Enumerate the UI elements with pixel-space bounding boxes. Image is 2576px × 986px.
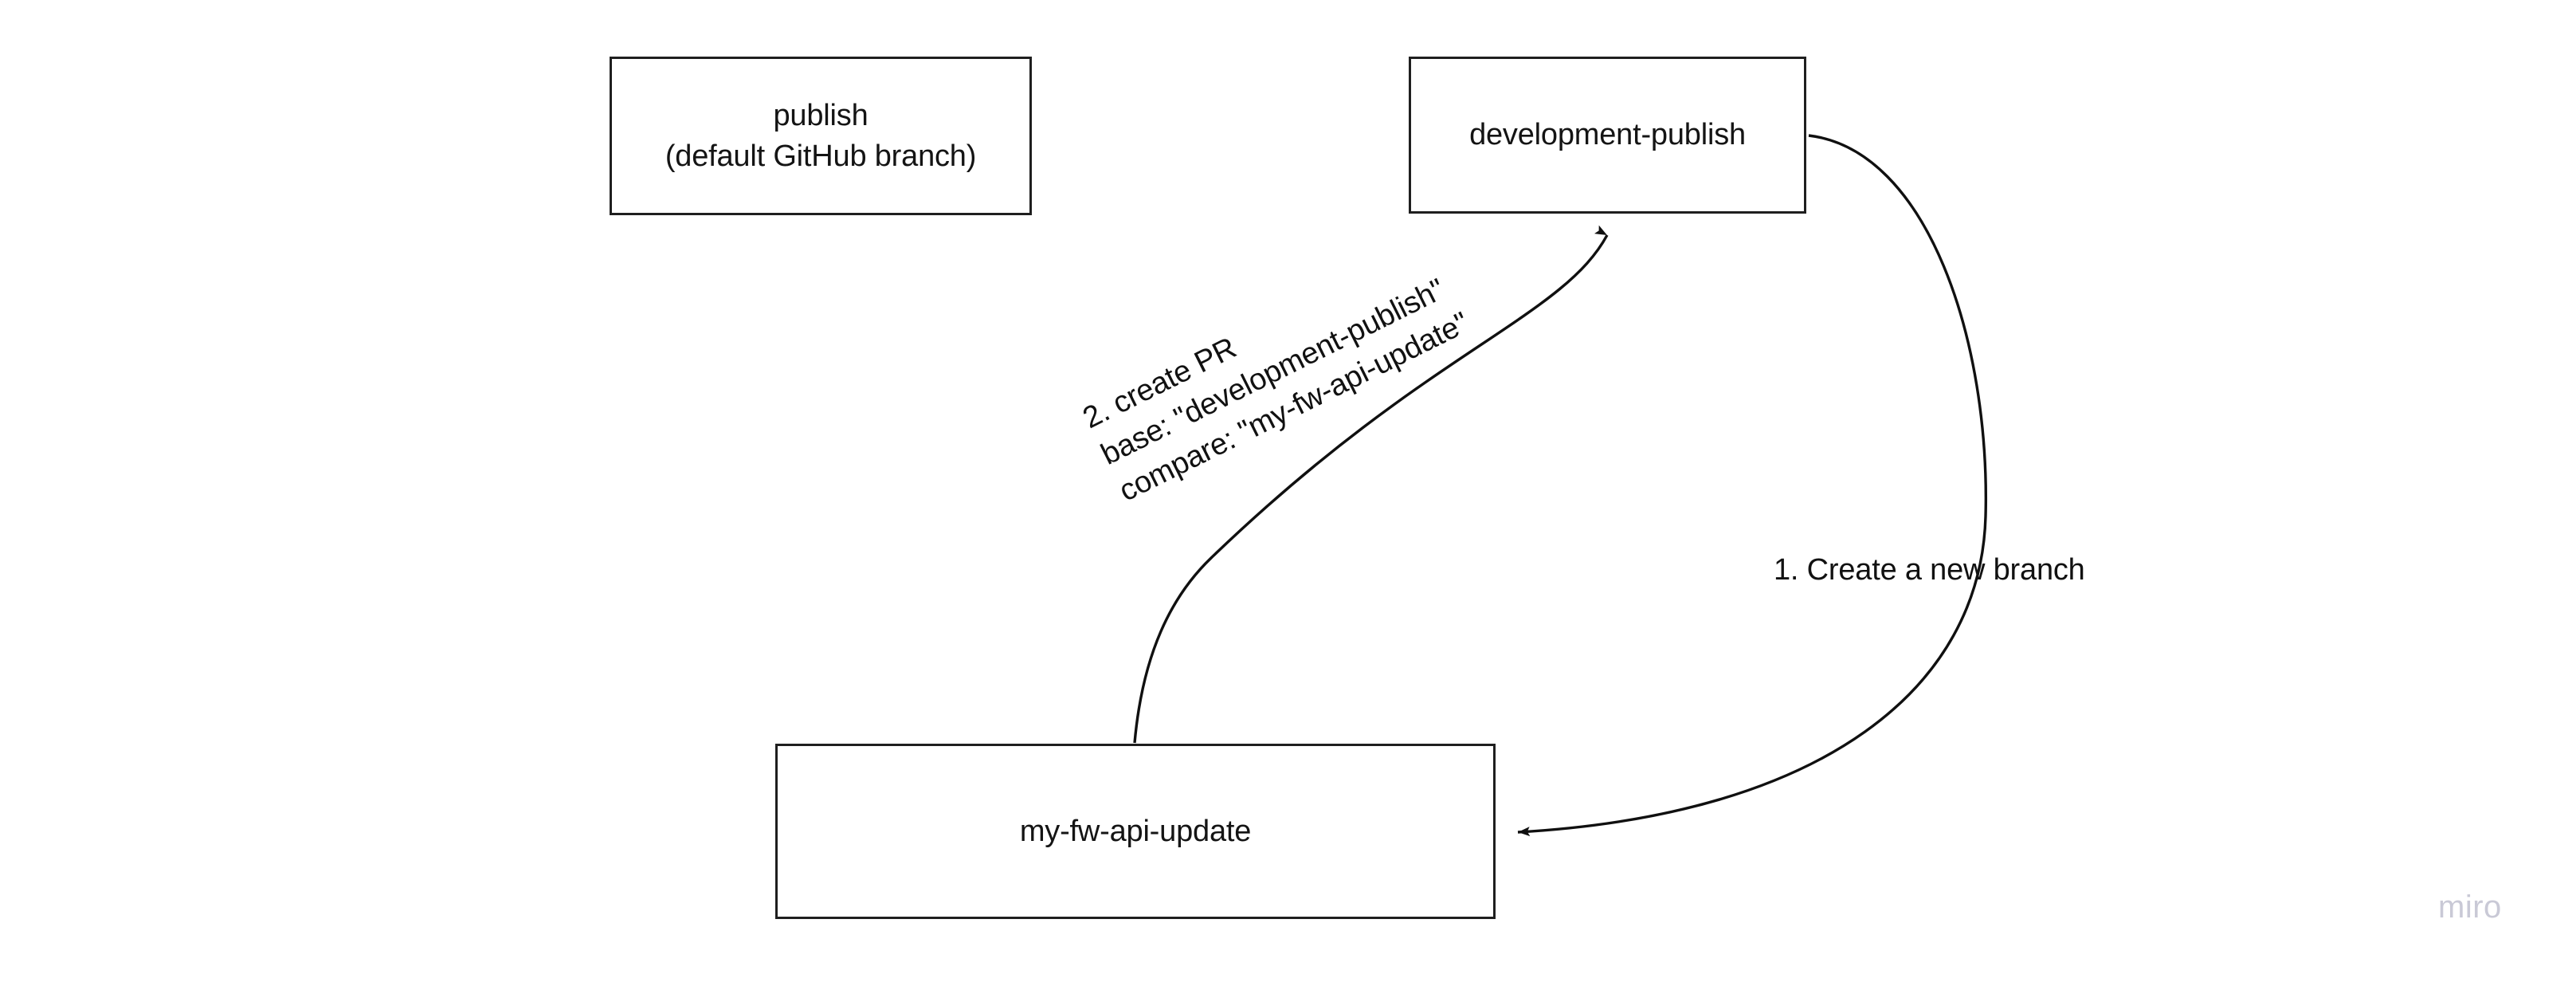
node-development-publish-label: development-publish [1469,118,1746,152]
edge-label-create-pr: 2. create PR base: "development-publish"… [1077,272,1475,509]
node-publish-label: publish (default GitHub branch) [665,99,977,173]
node-publish[interactable]: publish (default GitHub branch) [610,57,1032,215]
miro-watermark: miro [2438,890,2502,925]
edge-create-branch-path [1517,134,1988,837]
node-development-publish[interactable]: development-publish [1409,57,1806,214]
edge-label-create-branch: 1. Create a new branch [1774,553,2085,587]
node-my-fw-api-update-label: my-fw-api-update [1019,814,1252,848]
node-my-fw-api-update[interactable]: my-fw-api-update [775,744,1496,919]
